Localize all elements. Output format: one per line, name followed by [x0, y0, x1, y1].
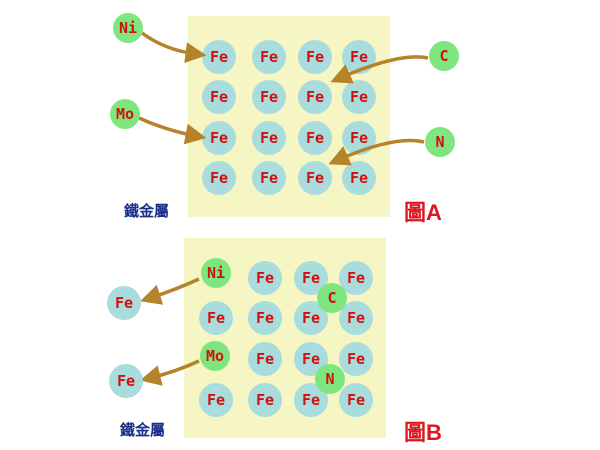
svg-text:C: C [439, 47, 448, 65]
svg-text:Fe: Fe [302, 350, 320, 368]
fe-atom: Fe [298, 161, 332, 195]
svg-text:Fe: Fe [350, 169, 368, 187]
fe-atom: Fe [252, 40, 286, 74]
fe-atom: Fe [202, 80, 236, 114]
fe-atom: Fe [248, 301, 282, 335]
svg-text:Fe: Fe [302, 269, 320, 287]
svg-text:Fe: Fe [350, 88, 368, 106]
arrow-fe-out-1 [139, 277, 200, 305]
ni-atom-substituted: Ni [201, 258, 231, 288]
fe-displaced-1: Fe [107, 286, 141, 320]
arrow-fe-out-2 [139, 359, 200, 386]
svg-text:Fe: Fe [347, 391, 365, 409]
svg-text:Fe: Fe [350, 129, 368, 147]
fe-atom: Fe [199, 383, 233, 417]
ni-atom: Ni [113, 13, 143, 43]
fe-atom: Fe [342, 80, 376, 114]
svg-text:Fe: Fe [347, 269, 365, 287]
svg-text:Fe: Fe [306, 48, 324, 66]
svg-text:C: C [327, 289, 336, 307]
fe-atom: Fe [252, 121, 286, 155]
svg-text:Fe: Fe [207, 309, 225, 327]
svg-text:Fe: Fe [260, 129, 278, 147]
svg-text:Fe: Fe [256, 309, 274, 327]
arrow-ni-in [140, 31, 207, 64]
fe-atom: Fe [202, 161, 236, 195]
svg-text:N: N [325, 370, 334, 388]
fe-atom: Fe [248, 342, 282, 376]
svg-text:N: N [435, 133, 444, 151]
svg-text:Fe: Fe [302, 391, 320, 409]
svg-text:Fe: Fe [260, 88, 278, 106]
mo-atom: Mo [110, 99, 140, 129]
svg-text:Fe: Fe [350, 48, 368, 66]
svg-text:Fe: Fe [117, 372, 135, 390]
svg-text:Fe: Fe [256, 391, 274, 409]
n-atom: N [425, 127, 455, 157]
svg-text:Fe: Fe [347, 309, 365, 327]
svg-text:Ni: Ni [119, 19, 137, 37]
caption-b: 鐵金屬 [120, 421, 165, 439]
fe-atom: Fe [294, 301, 328, 335]
arrow-mo-in [138, 116, 207, 145]
svg-text:Fe: Fe [210, 88, 228, 106]
fe-atom: Fe [298, 40, 332, 74]
c-atom-interstitial: C [317, 283, 347, 313]
fe-atom: Fe [252, 80, 286, 114]
svg-text:Fe: Fe [210, 48, 228, 66]
c-atom: C [429, 41, 459, 71]
figure-label-b: 圖B [404, 420, 442, 445]
fe-atom: Fe [294, 261, 328, 295]
fe-atom: Fe [248, 261, 282, 295]
svg-text:Fe: Fe [260, 169, 278, 187]
fe-atom: Fe [339, 383, 373, 417]
fe-displaced-2: Fe [109, 364, 143, 398]
n-atom-interstitial: N [315, 364, 345, 394]
arrow-c-in [330, 55, 429, 84]
svg-text:Fe: Fe [347, 350, 365, 368]
svg-text:Ni: Ni [207, 264, 225, 282]
fe-atom: Fe [248, 383, 282, 417]
svg-text:Fe: Fe [115, 294, 133, 312]
fe-atom: Fe [339, 301, 373, 335]
figure-label-a: 圖A [404, 200, 442, 225]
fe-atom: Fe [202, 40, 236, 74]
svg-text:Fe: Fe [210, 169, 228, 187]
svg-text:Fe: Fe [260, 48, 278, 66]
fe-atom: Fe [199, 301, 233, 335]
svg-text:Fe: Fe [210, 129, 228, 147]
svg-text:Fe: Fe [256, 350, 274, 368]
mo-atom-substituted: Mo [200, 341, 230, 371]
fe-atom: Fe [294, 342, 328, 376]
arrow-n-in [328, 138, 425, 166]
svg-text:Fe: Fe [256, 269, 274, 287]
fe-atom: Fe [294, 383, 328, 417]
svg-text:Mo: Mo [206, 347, 224, 365]
fe-atom: Fe [339, 342, 373, 376]
svg-text:Fe: Fe [306, 88, 324, 106]
svg-text:Fe: Fe [302, 309, 320, 327]
fe-atom: Fe [252, 161, 286, 195]
fe-atom: Fe [339, 261, 373, 295]
svg-text:Fe: Fe [306, 129, 324, 147]
svg-text:Fe: Fe [306, 169, 324, 187]
caption-a: 鐵金屬 [124, 202, 169, 220]
fe-atom: Fe [298, 121, 332, 155]
svg-text:Mo: Mo [116, 105, 134, 123]
svg-text:Fe: Fe [207, 391, 225, 409]
fe-atom: Fe [202, 121, 236, 155]
fe-atom: Fe [342, 161, 376, 195]
fe-atom: Fe [298, 80, 332, 114]
